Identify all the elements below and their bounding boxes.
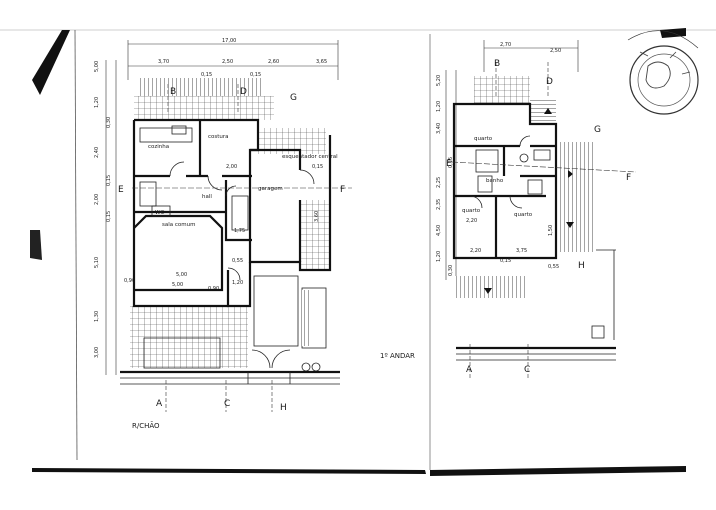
axis-f-first: F [626,173,631,183]
first-side-balcony [556,142,596,252]
room-kitchen: cozinha [148,144,169,150]
side-garden [253,275,299,347]
room-bedroom-right: quarto [514,212,533,218]
axis-f-ground: F [340,185,345,195]
svg-text:2,00: 2,00 [226,164,237,170]
room-bath: banho [486,178,504,184]
svg-text:3,75: 3,75 [516,248,527,254]
rear-terrace-tiles [130,306,248,368]
scan-shadow-left [32,30,70,95]
first-stairs [527,179,543,195]
room-sewing: costura [208,134,229,140]
svg-text:5,00: 5,00 [176,272,187,278]
room-bedroom-top: quarto [474,136,493,142]
axis-b-first: B [494,59,500,69]
ground-stairs [231,195,249,231]
top-dim-6: 3,65 [316,59,327,65]
axis-c-ground: C [224,399,230,409]
axis-d-ground: D [240,87,247,97]
svg-text:2,25: 2,25 [436,177,442,188]
top-dim-3: 2,50 [222,59,233,65]
svg-text:2,35: 2,35 [436,199,442,210]
svg-text:5,00: 5,00 [94,61,100,72]
svg-text:2,40: 2,40 [94,147,100,158]
svg-text:5,00: 5,00 [172,282,183,288]
svg-text:1,50: 1,50 [548,225,554,236]
axis-g-first: G [594,125,601,135]
svg-text:1,20: 1,20 [232,280,243,286]
axis-e-ground: E [118,185,124,195]
top-dim-1: 3,70 [158,59,169,65]
svg-text:0,90: 0,90 [124,278,135,284]
svg-text:0,30: 0,30 [448,265,454,276]
axis-b-ground: B [170,87,176,97]
svg-text:0,15: 0,15 [106,211,112,222]
axis-c-first: C [524,365,530,375]
axis-a-ground: A [156,399,163,409]
first-floor-plan: 2,70 2,50 5,20 1,20 3,40 0,15 2,25 2,35 … [380,40,637,378]
top-dim-2: 0,15 [201,72,212,78]
room-hall: hall [202,194,212,200]
svg-text:1,20: 1,20 [94,97,100,108]
axis-h-ground: H [280,403,287,413]
svg-text:0,15: 0,15 [500,258,511,264]
svg-text:0,55: 0,55 [548,264,559,270]
left-dims: 5,00 1,20 0,30 2,40 0,15 2,00 0,15 5,10 … [94,61,112,358]
ground-floor-title: R/CHÃO [132,421,160,430]
top-planter [138,78,264,96]
svg-text:5,10: 5,10 [94,257,100,268]
scan-edge-bottom-right [430,466,686,476]
room-bedroom-left: quarto [462,208,481,214]
svg-text:4,50: 4,50 [436,225,442,236]
room-living: sala comum [162,222,195,228]
svg-text:5,20: 5,20 [436,75,442,86]
municipal-stamp [627,30,699,115]
svg-text:0,15: 0,15 [312,164,323,170]
svg-text:2,20: 2,20 [466,218,477,224]
axis-e-first: E [446,159,452,169]
ground-floor-plan: 17,00 3,70 0,15 2,50 0,15 2,60 3,65 5,00… [94,38,352,430]
svg-text:2,50: 2,50 [550,48,561,54]
svg-text:WC: WC [155,210,164,216]
top-dim-5: 2,60 [268,59,279,65]
svg-text:1,20: 1,20 [436,251,442,262]
axis-h-first: H [578,261,585,271]
svg-text:2,20: 2,20 [470,248,481,254]
first-balcony-tiles [474,76,530,104]
svg-text:1,75: 1,75 [234,228,245,234]
first-rear-balcony [454,276,528,298]
svg-text:3,60: 3,60 [314,211,320,222]
rear-garden [143,337,221,369]
first-floor-title: 1º ANDAR [380,352,415,360]
svg-text:0,30: 0,30 [106,117,112,128]
first-floor-left-dims: 5,20 1,20 3,40 0,15 2,25 2,35 4,50 1,20 … [436,75,454,276]
room-garage: garagem [258,186,283,192]
svg-text:0,90: 0,90 [208,286,219,292]
axis-a-first: A [466,365,473,375]
svg-text:1,20: 1,20 [436,101,442,112]
svg-text:3,40: 3,40 [436,123,442,134]
room-boiler: esquentador central [282,154,338,160]
svg-text:0,15: 0,15 [106,175,112,186]
svg-text:3,00: 3,00 [94,347,100,358]
overall-dimension: 17,00 [222,38,236,44]
front-terrace-tiles [134,96,274,120]
top-dim-4: 0,15 [250,72,261,78]
svg-text:2,70: 2,70 [500,42,511,48]
scan-edge-bottom-left [32,468,426,474]
axis-d-first: D [546,77,553,87]
svg-text:1,30: 1,30 [94,311,100,322]
axis-g-ground: G [290,93,297,103]
svg-text:2,00: 2,00 [94,194,100,205]
svg-text:0,55: 0,55 [232,258,243,264]
svg-text:0,15: 0,15 [448,157,454,168]
